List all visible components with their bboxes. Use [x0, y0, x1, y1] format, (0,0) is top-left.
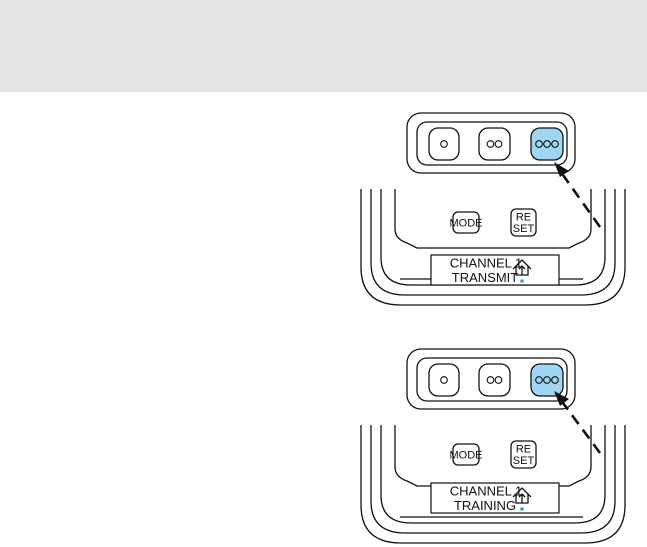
display-line-1: CHANNEL 1 [450, 484, 522, 499]
console-outline-mid [370, 189, 616, 296]
homelink-button-3[interactable] [530, 127, 564, 161]
indicator-light [520, 507, 524, 511]
header-band [0, 0, 647, 92]
garage-door-icon [512, 487, 532, 504]
reset-button-label-line1: RE [516, 444, 531, 456]
reset-button-label-line1: RE [516, 212, 531, 224]
dashed-arrow [554, 391, 602, 454]
console-outline-outer [360, 189, 626, 306]
homelink-diagram-transmit: MODE RE SET CHANNEL 1 TRANSMIT [355, 105, 647, 306]
homelink-button-2[interactable] [478, 127, 511, 161]
one-dot-icon [440, 376, 448, 384]
garage-door-icon [512, 259, 532, 276]
reset-button-label-line2: SET [513, 455, 535, 467]
dashed-arrow [554, 162, 602, 228]
mode-button-label: MODE [450, 218, 483, 230]
homelink-button-1[interactable] [428, 363, 460, 397]
console-outline-inner [380, 425, 606, 524]
three-dots-icon [535, 140, 559, 148]
reset-button[interactable]: RE SET [510, 440, 537, 469]
homelink-button-3[interactable] [530, 363, 564, 397]
display-line-2: TRAINING [454, 498, 516, 513]
reset-button[interactable]: RE SET [510, 208, 537, 237]
two-dots-icon [486, 376, 503, 384]
indicator-light [520, 279, 524, 283]
channel-display: CHANNEL 1 TRAINING [430, 482, 560, 514]
console-recess [394, 189, 592, 249]
display-line-2: TRANSMIT [452, 270, 519, 285]
homelink-button-1[interactable] [428, 127, 460, 161]
three-dots-icon [535, 376, 559, 384]
two-dots-icon [486, 140, 503, 148]
console-recess [394, 425, 592, 487]
homelink-diagram-training: MODE RE SET CHANNEL 1 TRAINING [355, 341, 647, 547]
console-outline-outer [360, 425, 626, 544]
channel-display: CHANNEL 1 TRANSMIT [430, 254, 560, 286]
homelink-button-2[interactable] [478, 363, 511, 397]
mode-button[interactable]: MODE [450, 211, 483, 234]
mode-button[interactable]: MODE [450, 443, 483, 466]
mode-button-label: MODE [450, 450, 483, 462]
display-line-1: CHANNEL 1 [450, 256, 522, 271]
one-dot-icon [440, 140, 448, 148]
reset-button-label-line2: SET [513, 223, 535, 235]
console-outline-mid [370, 425, 616, 534]
